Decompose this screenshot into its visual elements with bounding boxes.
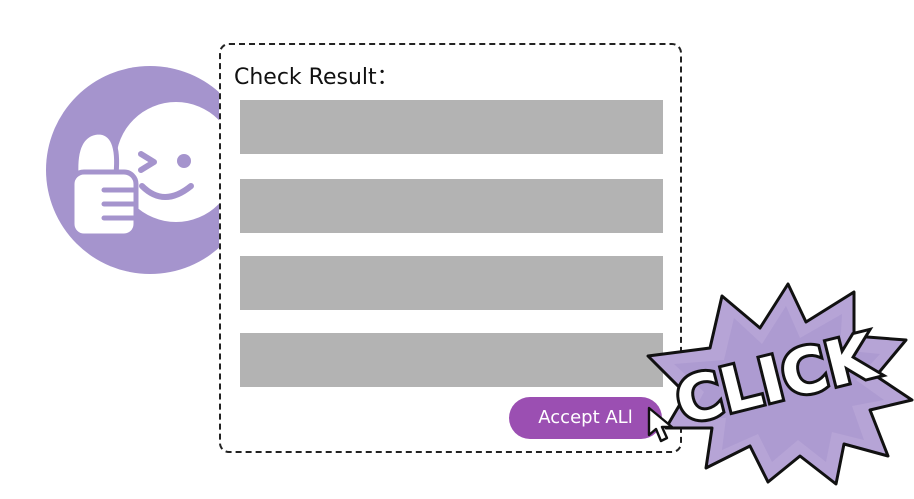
result-placeholder-bar-1 [240,100,663,154]
pointer-cursor-icon [647,406,674,443]
thumbs-up-wink-icon [46,66,254,274]
check-result-title: Check Result： [234,65,399,90]
result-placeholder-bar-3 [240,256,663,310]
result-placeholder-bar-2 [240,179,663,233]
accept-all-button[interactable]: Accept ALl [509,397,662,439]
result-placeholder-bar-4 [240,333,663,387]
check-result-panel: Check Result： Accept ALl [219,43,682,453]
click-burst-icon: CLICK [646,282,914,486]
